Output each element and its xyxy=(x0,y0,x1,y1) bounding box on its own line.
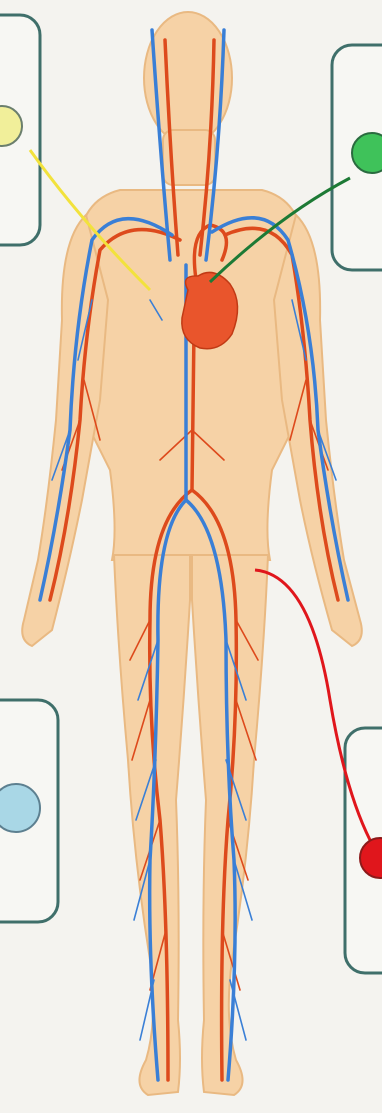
heart xyxy=(182,272,238,348)
body-silhouette xyxy=(22,12,362,1095)
descending-aorta xyxy=(192,330,194,490)
light-blue-marker xyxy=(0,784,40,832)
green-marker xyxy=(352,133,382,173)
